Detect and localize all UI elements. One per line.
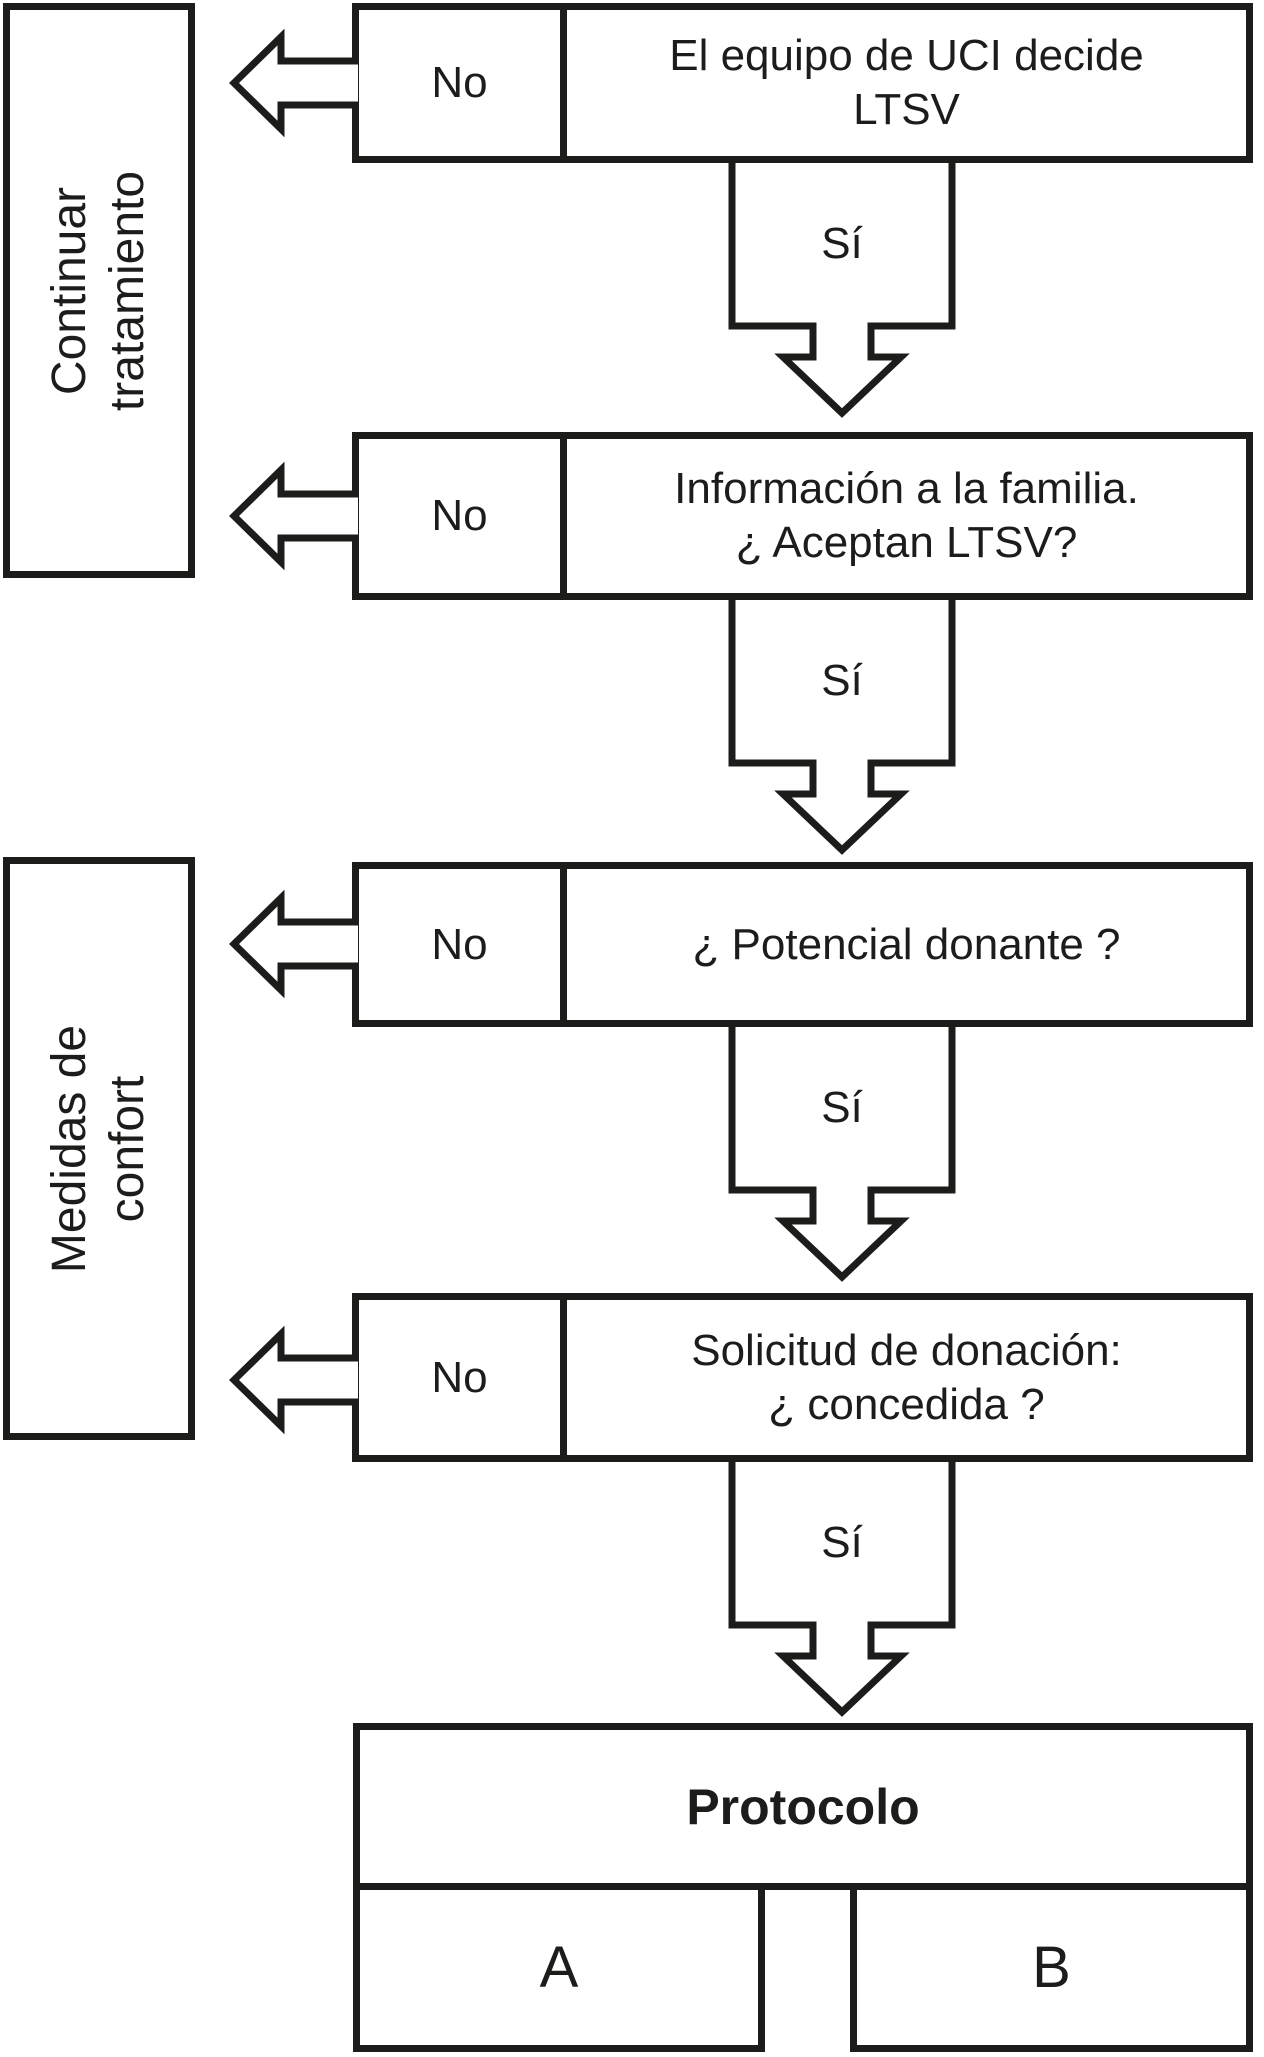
yes-label-2: Sí xyxy=(821,656,863,705)
yes-arrow-2-down-icon xyxy=(728,600,956,855)
no-box-2: No xyxy=(352,432,567,600)
potential-donor-box: ¿ Potencial donante ? xyxy=(560,862,1253,1027)
option-a-box: A xyxy=(353,1883,765,2052)
uci-decision-box: El equipo de UCI decide LTSV xyxy=(560,3,1253,163)
continue-treatment-label: Continuar tratamiento xyxy=(41,170,157,410)
comfort-measures-line1: Medidas de xyxy=(43,1024,96,1273)
yes-arrow-4-down-icon xyxy=(728,1462,956,1717)
option-a-label: A xyxy=(539,1934,579,2000)
donation-request-box: Solicitud de donación: ¿ concedida ? xyxy=(560,1293,1253,1462)
uci-decision-line2: LTSV xyxy=(853,85,960,134)
family-information-line2: ¿ Aceptan LTSV? xyxy=(735,518,1078,567)
no-arrow-1-left-icon xyxy=(228,28,358,138)
no-label-3: No xyxy=(431,919,488,969)
protocol-box: Protocolo xyxy=(353,1723,1253,1890)
no-arrow-3-left-icon xyxy=(228,889,358,999)
uci-decision-line1: El equipo de UCI decide xyxy=(669,31,1144,80)
no-label-2: No xyxy=(431,491,488,540)
potential-donor-line1: ¿ Potencial donante ? xyxy=(692,919,1121,969)
donation-request-line1: Solicitud de donación: xyxy=(691,1325,1122,1375)
no-box-4: No xyxy=(352,1293,567,1462)
yes-label-1: Sí xyxy=(821,219,863,268)
option-b-label: B xyxy=(1032,1934,1071,2000)
family-information-line1: Información a la familia. xyxy=(674,464,1139,513)
no-label-1: No xyxy=(431,58,488,107)
no-box-3: No xyxy=(352,862,567,1027)
family-information-box: Información a la familia. ¿ Aceptan LTSV… xyxy=(560,432,1253,600)
yes-arrow-1-down-icon xyxy=(728,163,956,418)
no-arrow-2-left-icon xyxy=(228,461,358,571)
comfort-measures-box: Medidas de confort xyxy=(3,857,195,1440)
continue-treatment-line2: tratamiento xyxy=(101,170,154,411)
no-label-4: No xyxy=(431,1352,488,1402)
yes-label-3: Sí xyxy=(821,1083,863,1132)
continue-treatment-line1: Continuar xyxy=(43,186,96,395)
no-box-1: No xyxy=(352,3,567,163)
no-arrow-4-left-icon xyxy=(228,1325,358,1435)
yes-label-4: Sí xyxy=(821,1518,863,1567)
yes-arrow-3-down-icon xyxy=(728,1027,956,1282)
comfort-measures-label: Medidas de confort xyxy=(41,1024,157,1272)
option-b-box: B xyxy=(850,1883,1253,2052)
donation-request-line2: ¿ concedida ? xyxy=(768,1379,1045,1429)
comfort-measures-line2: confort xyxy=(101,1075,154,1222)
protocol-title: Protocolo xyxy=(686,1778,920,1835)
continue-treatment-box: Continuar tratamiento xyxy=(3,3,195,578)
